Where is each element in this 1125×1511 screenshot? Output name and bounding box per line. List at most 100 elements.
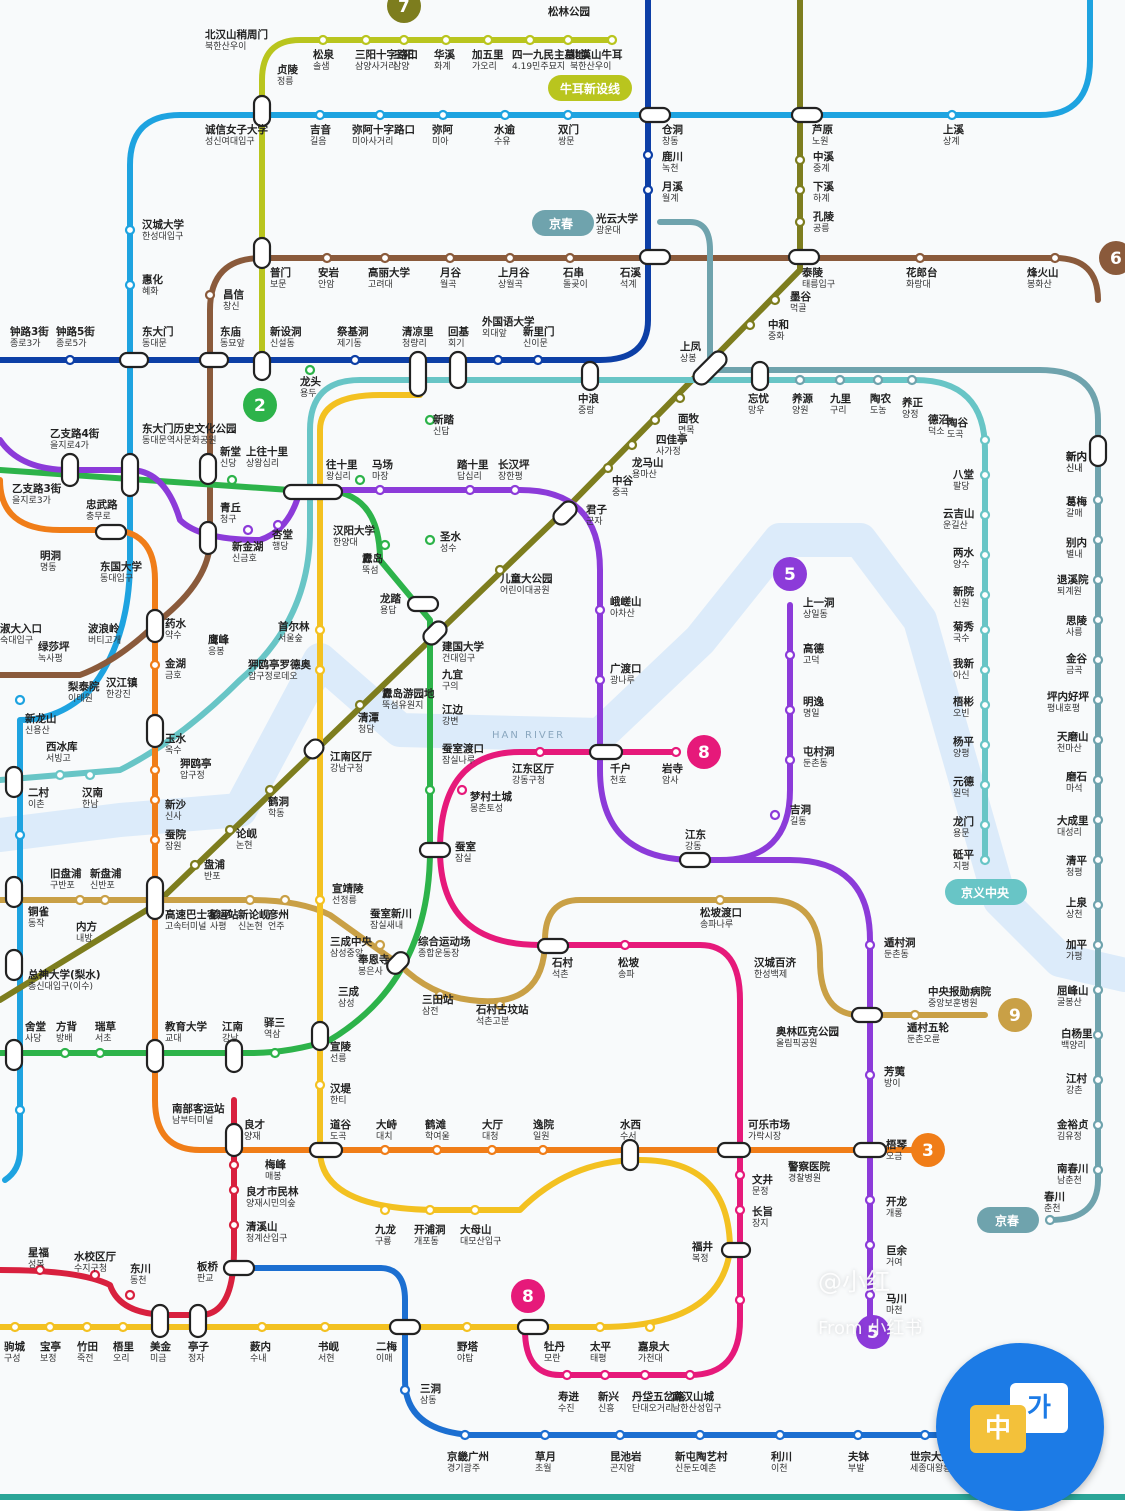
station-label[interactable]: 石串	[562, 266, 584, 279]
station-label[interactable]: 二村	[28, 786, 49, 799]
station-label[interactable]: 文井	[751, 1173, 773, 1186]
station-label[interactable]: 钟路3街	[10, 325, 49, 338]
station-label[interactable]: 鹤洞	[267, 795, 289, 808]
station-label[interactable]: 杨平	[953, 735, 974, 748]
station-label[interactable]: 竹田	[76, 1340, 98, 1353]
transfer-bokjeong[interactable]	[720, 1241, 752, 1259]
station-label[interactable]: 太平	[589, 1340, 611, 1353]
transfer-hoegi[interactable]	[448, 350, 468, 390]
transfer-wangsimni[interactable]	[282, 483, 344, 501]
station-label[interactable]: 京畿广州	[447, 1450, 489, 1463]
transfer-gyodae[interactable]	[145, 1038, 165, 1074]
station-label[interactable]: 大母山	[460, 1223, 492, 1236]
transfer-seokchon[interactable]	[536, 937, 570, 955]
station-label[interactable]: 可乐市场	[748, 1118, 790, 1131]
station-label[interactable]: 加平	[1065, 938, 1088, 951]
station-label[interactable]: 圣水	[439, 530, 461, 543]
station-label[interactable]: 中谷	[612, 474, 633, 487]
station-label[interactable]: 新盘浦	[90, 867, 122, 880]
station-label[interactable]: 春川	[1044, 1190, 1065, 1203]
ui-line-pill[interactable]	[548, 75, 632, 101]
station-label[interactable]: 诚信女子大学	[205, 123, 268, 136]
station-label[interactable]: 大峙	[376, 1118, 397, 1131]
station-label[interactable]: 松坡渡口	[700, 906, 742, 919]
station-label[interactable]: 松坡	[618, 956, 639, 969]
transfer-ogeum[interactable]	[852, 1141, 888, 1159]
station-label[interactable]: 新堂	[220, 445, 241, 458]
station-label[interactable]: 内方	[76, 920, 97, 933]
station-label[interactable]: 梨泰院	[67, 680, 100, 693]
station-label[interactable]: 薮内	[250, 1340, 271, 1353]
station-label[interactable]: 驿三	[264, 1017, 285, 1029]
station-label[interactable]: 安岩	[318, 266, 339, 279]
station-label[interactable]: 长旨	[752, 1205, 773, 1218]
station-label[interactable]: 四佳亭	[656, 433, 688, 446]
transfer-dongjak[interactable]	[4, 875, 24, 909]
station-label[interactable]: 综合运动场	[418, 935, 471, 948]
station-label[interactable]: 杏堂	[271, 528, 293, 541]
station-label[interactable]: 三成	[338, 985, 359, 998]
station-label[interactable]: 回基	[448, 325, 469, 338]
station-label[interactable]: 遁村五轮	[907, 1021, 949, 1034]
station-label[interactable]: 新设洞	[270, 325, 302, 338]
station-label[interactable]: 方背	[56, 1020, 77, 1033]
station-label[interactable]: 孔陵	[813, 210, 834, 223]
transfer-chungmuro[interactable]	[94, 523, 128, 541]
station-label[interactable]: 舍堂	[24, 1020, 46, 1033]
station-label[interactable]: 上泉	[1066, 896, 1088, 909]
station-label[interactable]: 中溪	[813, 150, 834, 163]
station-label[interactable]: 夫钵	[848, 1450, 869, 1463]
station-label[interactable]: 砥平	[953, 848, 974, 861]
station-label[interactable]: 开龙	[886, 1195, 907, 1208]
station-label[interactable]: 金裕贞	[1056, 1118, 1089, 1131]
station-label[interactable]: 玉水	[165, 732, 186, 745]
station-label[interactable]: 上月谷	[498, 266, 530, 279]
station-label[interactable]: 元德	[953, 775, 974, 788]
station-label[interactable]: 首尔林	[278, 620, 310, 633]
station-label[interactable]: 昆池岩	[610, 1450, 642, 1463]
station-label[interactable]: 新里门	[523, 325, 555, 338]
station-label[interactable]: 利川	[771, 1450, 792, 1463]
station-label[interactable]: 汉城百济	[754, 956, 796, 969]
station-label[interactable]: 高丽大学	[368, 266, 410, 279]
station-label[interactable]: 明逸	[803, 695, 824, 708]
station-label[interactable]: 天磨山	[1057, 730, 1089, 743]
transfer-dongmyo[interactable]	[198, 351, 230, 369]
station-label[interactable]: 东川	[130, 1262, 151, 1275]
station-label[interactable]: 东庙	[220, 325, 241, 338]
station-label[interactable]: 梧彬	[953, 695, 974, 708]
station-label[interactable]: 道谷	[330, 1118, 351, 1131]
station-label[interactable]: 开浦洞	[414, 1223, 446, 1236]
transfer-sadang[interactable]	[4, 1038, 24, 1072]
station-label[interactable]: 三洞	[420, 1382, 441, 1395]
station-label[interactable]: 清潭	[358, 711, 379, 724]
transfer-pangyo[interactable]	[222, 1259, 256, 1277]
station-label[interactable]: 水校区厅	[73, 1250, 116, 1263]
station-label[interactable]: 板桥	[197, 1260, 218, 1273]
transfer-nowon[interactable]	[790, 106, 824, 124]
station-label[interactable]: 白杨里	[1061, 1027, 1093, 1040]
station-label[interactable]: 祭基洞	[336, 325, 369, 338]
station-label[interactable]: 汉堤	[330, 1082, 351, 1095]
station-label[interactable]: 南汉山城	[672, 1390, 714, 1403]
transfer-sindang[interactable]	[198, 452, 218, 486]
gyeongchun-pill-bottom[interactable]	[977, 1207, 1039, 1233]
station-label[interactable]: 养源	[791, 392, 813, 405]
station-label[interactable]: 东大门历史文化公园	[142, 422, 237, 435]
station-label[interactable]: 新屯陶艺村	[675, 1450, 728, 1463]
station-label[interactable]: 狎鸥亭	[180, 757, 212, 770]
station-label[interactable]: 烽火山	[1027, 266, 1059, 279]
transfer-seongsu[interactable]	[406, 595, 440, 613]
station-label[interactable]: 新兴	[598, 1390, 619, 1403]
station-label[interactable]: 良才	[244, 1118, 265, 1131]
transfer-bomun[interactable]	[252, 236, 272, 270]
station-label[interactable]: 忘忧	[748, 392, 769, 405]
station-label[interactable]: 宣陵	[330, 1040, 351, 1053]
station-label[interactable]: 鹿川	[662, 150, 683, 163]
station-label[interactable]: 中央报勋病院	[928, 985, 991, 998]
transfer-cheongnyangni[interactable]	[408, 350, 428, 398]
station-label[interactable]: 广渡口	[610, 662, 642, 675]
station-label[interactable]: 草月	[535, 1450, 556, 1463]
station-label[interactable]: 新内	[1066, 450, 1087, 463]
station-label[interactable]: 梧里	[113, 1340, 134, 1353]
